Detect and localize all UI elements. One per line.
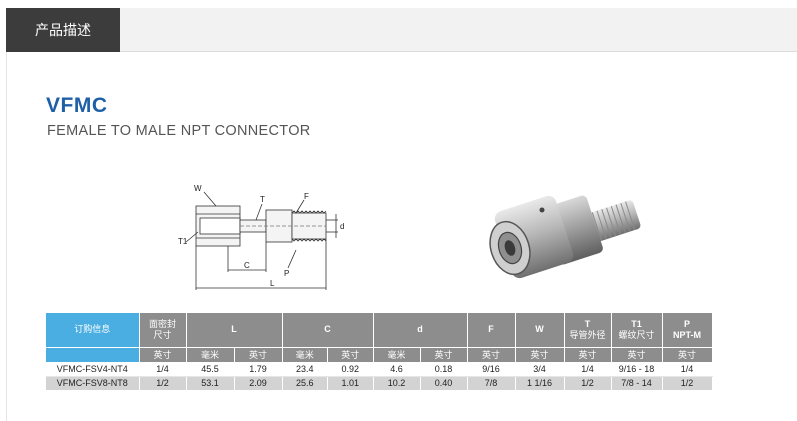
label-w: W	[194, 184, 202, 193]
label-f: F	[304, 192, 309, 201]
product-photo	[489, 195, 641, 279]
product-code: VFMC	[46, 94, 108, 117]
unit-cell: 英寸	[467, 346, 516, 362]
table-cell: 1.79	[234, 362, 283, 377]
unit-cell: 毫米	[373, 346, 421, 362]
table-cell: 45.5	[186, 362, 235, 377]
table-cell: 1 1/16	[515, 376, 565, 390]
table-cell: 4.6	[373, 362, 421, 377]
table-cell: 0.92	[327, 362, 374, 377]
col-p-line1: P	[683, 318, 690, 329]
unit-cell: 英寸	[327, 346, 374, 362]
table-cell: 1/2	[139, 376, 187, 390]
unit-cell: 英寸	[662, 346, 713, 362]
label-p: P	[284, 269, 289, 278]
table-row: VFMC-FSV4-NT4 1/4 45.5 1.79 23.4 0.92 4.…	[46, 362, 713, 377]
table-cell: VFMC-FSV8-NT8	[46, 376, 140, 390]
diagram-bore	[199, 217, 241, 235]
unit-cell: 英寸	[420, 346, 468, 362]
photo-thread	[587, 200, 641, 242]
unit-cell: 毫米	[282, 346, 328, 362]
table-cell: 7/8	[467, 376, 516, 390]
section-header-bar: 产品描述	[6, 8, 797, 52]
col-t-line1: T	[584, 318, 591, 329]
label-l: L	[270, 279, 275, 288]
unit-cell: 英寸	[515, 346, 565, 362]
table-unit-row: 英寸 毫米 英寸 毫米 英寸 毫米 英寸 英寸 英寸 英寸 英寸 英寸	[46, 346, 713, 362]
table-cell: 9/16	[467, 362, 516, 377]
table-cell: 53.1	[186, 376, 235, 390]
table-cell: VFMC-FSV4-NT4	[46, 362, 140, 377]
unit-cell: 英寸	[234, 346, 283, 362]
table-cell: 2.09	[234, 376, 283, 390]
table-cell: 10.2	[373, 376, 421, 390]
col-f: F	[467, 313, 516, 347]
table-cell: 0.40	[420, 376, 468, 390]
table-row: VFMC-FSV8-NT8 1/2 53.1 2.09 25.6 1.01 10…	[46, 376, 713, 390]
col-t1-line1: T1	[631, 318, 642, 329]
unit-cell: 英寸	[564, 346, 612, 362]
label-t: T	[260, 195, 265, 204]
col-seal: 面密封尺寸	[139, 313, 187, 347]
unit-cell: 英寸	[139, 346, 187, 362]
table-cell: 1/4	[139, 362, 187, 377]
table-cell: 25.6	[282, 376, 328, 390]
label-t1: T1	[178, 237, 188, 246]
col-c: C	[282, 313, 374, 347]
col-seal-line1: 面密封	[148, 318, 176, 329]
label-c: C	[244, 261, 250, 270]
label-d: d	[340, 222, 344, 231]
product-name: FEMALE TO MALE NPT CONNECTOR	[47, 123, 311, 139]
col-l: L	[186, 313, 283, 347]
col-p-line2: NPT-M	[673, 329, 701, 340]
col-t1-line2: 螺纹尺寸	[618, 329, 655, 340]
tab-product-description[interactable]: 产品描述	[6, 8, 120, 52]
dimension-diagram: W T F T1 d C P L	[178, 184, 344, 290]
table-cell: 7/8 - 14	[611, 376, 663, 390]
table-cell: 9/16 - 18	[611, 362, 663, 377]
table-cell: 1.01	[327, 376, 374, 390]
table-cell: 1/4	[564, 362, 612, 377]
unit-cell: 英寸	[611, 346, 663, 362]
content-border	[6, 52, 7, 421]
table-cell: 23.4	[282, 362, 328, 377]
table-cell: 1/2	[662, 376, 713, 390]
table-cell: 0.18	[420, 362, 468, 377]
col-w: W	[515, 313, 565, 347]
table-cell: 1/4	[662, 362, 713, 377]
col-t-line2: 导管外径	[569, 329, 606, 340]
col-d: d	[373, 313, 468, 347]
unit-cell-blank	[46, 346, 140, 362]
col-order: 订购信息	[46, 313, 140, 347]
col-seal-line2: 尺寸	[153, 329, 172, 340]
table-cell: 3/4	[515, 362, 565, 377]
unit-cell: 毫米	[186, 346, 235, 362]
table-cell: 1/2	[564, 376, 612, 390]
